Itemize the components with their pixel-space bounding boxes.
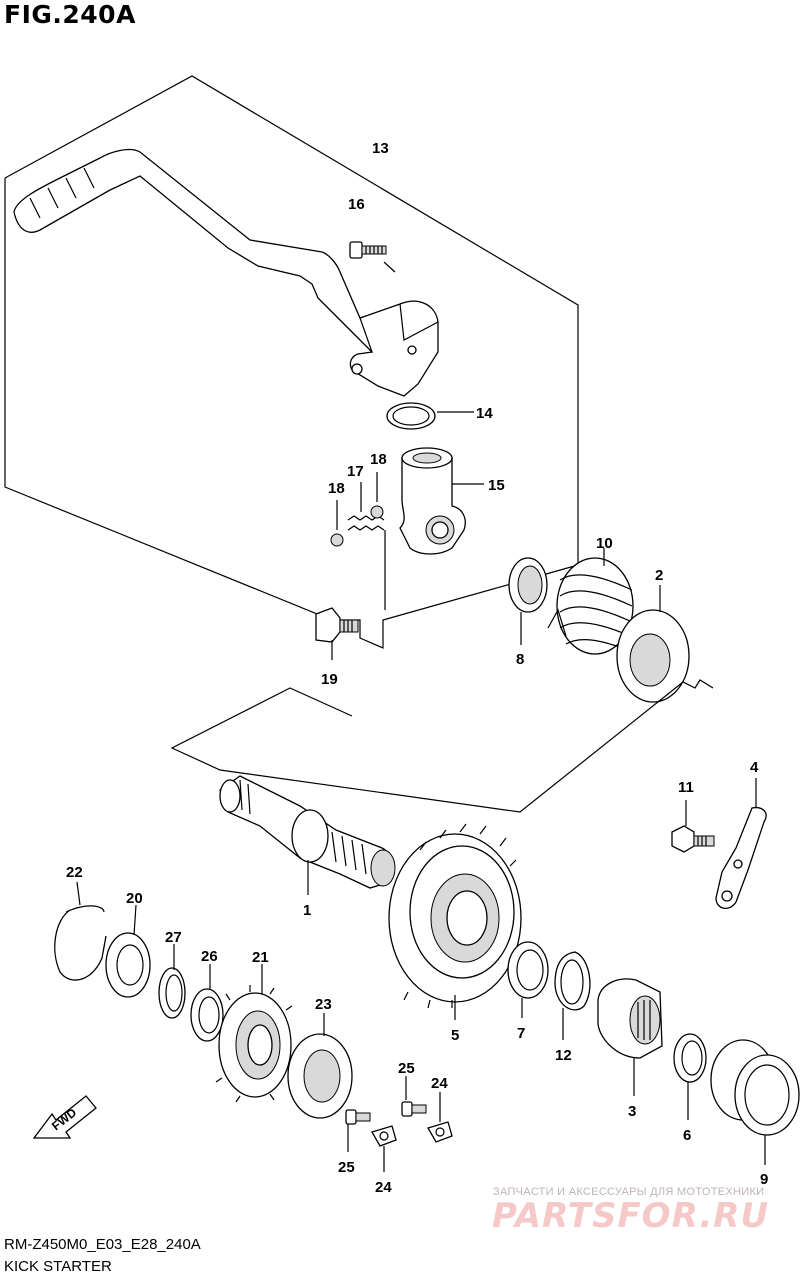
circlip-22 bbox=[54, 881, 107, 981]
spring-9 bbox=[710, 1039, 800, 1165]
washer-6 bbox=[673, 1033, 707, 1120]
washer-7 bbox=[507, 941, 549, 1018]
oil-seal-8 bbox=[508, 557, 548, 645]
screw-25-right bbox=[401, 1076, 427, 1117]
callout-27: 27 bbox=[165, 929, 182, 946]
callout-25-right: 25 bbox=[398, 1060, 415, 1077]
callout-11: 11 bbox=[678, 779, 694, 796]
callout-19: 19 bbox=[321, 671, 338, 688]
callout-20: 20 bbox=[126, 890, 143, 907]
washer-26 bbox=[190, 964, 224, 1042]
washer-23 bbox=[287, 1013, 353, 1119]
bolt-11 bbox=[671, 800, 715, 853]
callout-9: 9 bbox=[760, 1171, 768, 1188]
callout-24-right: 24 bbox=[431, 1075, 448, 1092]
circlip-12 bbox=[554, 951, 591, 1040]
fwd-arrow-icon: FWD bbox=[32, 1095, 97, 1139]
kick-lever bbox=[13, 148, 439, 397]
callout-5: 5 bbox=[451, 1027, 459, 1044]
lock-washer-24-right bbox=[427, 1092, 453, 1143]
callout-4: 4 bbox=[750, 759, 759, 776]
callout-17: 17 bbox=[347, 463, 364, 480]
callout-6: 6 bbox=[683, 1127, 691, 1144]
callout-7: 7 bbox=[517, 1025, 525, 1042]
figure-subtitle: KICK STARTER bbox=[4, 1258, 112, 1275]
callout-3: 3 bbox=[628, 1103, 636, 1120]
callout-15: 15 bbox=[488, 477, 505, 494]
spring-guide-2 bbox=[616, 585, 690, 703]
callout-23: 23 bbox=[315, 996, 332, 1013]
callout-1: 1 bbox=[303, 902, 311, 919]
circlip-27 bbox=[158, 944, 186, 1019]
shaft-box-outline bbox=[170, 679, 714, 813]
callout-8: 8 bbox=[516, 651, 524, 668]
kick-starter-shaft-1 bbox=[219, 775, 396, 895]
kick-gear-5 bbox=[388, 823, 522, 1020]
return-spring-10 bbox=[547, 548, 634, 655]
lock-washer-24-left bbox=[371, 1125, 397, 1172]
callout-24-left: 24 bbox=[375, 1179, 392, 1196]
watermark-logo: PARTSFOR.RU bbox=[492, 1196, 770, 1236]
washer-20 bbox=[105, 904, 151, 998]
watermark-tagline: ЗАПЧАСТИ И АКСЕССУАРЫ ДЛЯ МОТОТЕХНИКИ bbox=[493, 1186, 765, 1198]
assembly-box-13 bbox=[4, 75, 579, 649]
idle-gear-21 bbox=[215, 964, 295, 1103]
callout-13: 13 bbox=[372, 140, 389, 157]
ball-18-left bbox=[330, 533, 344, 547]
callout-2: 2 bbox=[655, 567, 663, 584]
callout-18-left: 18 bbox=[328, 480, 345, 497]
bolt-16 bbox=[349, 241, 396, 273]
callout-16: 16 bbox=[348, 196, 365, 213]
stopper-plate-4 bbox=[715, 778, 767, 909]
callout-18-right: 18 bbox=[370, 451, 387, 468]
callout-10: 10 bbox=[596, 535, 613, 552]
figure-title: FIG.240A bbox=[4, 0, 136, 29]
figure-code: RM-Z450M0_E03_E28_240A bbox=[4, 1236, 201, 1253]
callout-14: 14 bbox=[476, 405, 493, 422]
callout-26: 26 bbox=[201, 948, 218, 965]
callout-12: 12 bbox=[555, 1047, 572, 1064]
lever-boss-15 bbox=[399, 447, 484, 555]
screw-25-left bbox=[345, 1109, 371, 1152]
callout-labels: 13 16 14 15 17 18 18 19 10 2 8 11 4 1 22… bbox=[66, 140, 768, 1196]
callout-25-left: 25 bbox=[338, 1159, 355, 1176]
bolt-19 bbox=[315, 530, 386, 660]
ball-18-right bbox=[370, 505, 384, 519]
callout-22: 22 bbox=[66, 864, 83, 881]
ratchet-3 bbox=[597, 978, 663, 1096]
callout-21: 21 bbox=[252, 949, 269, 966]
